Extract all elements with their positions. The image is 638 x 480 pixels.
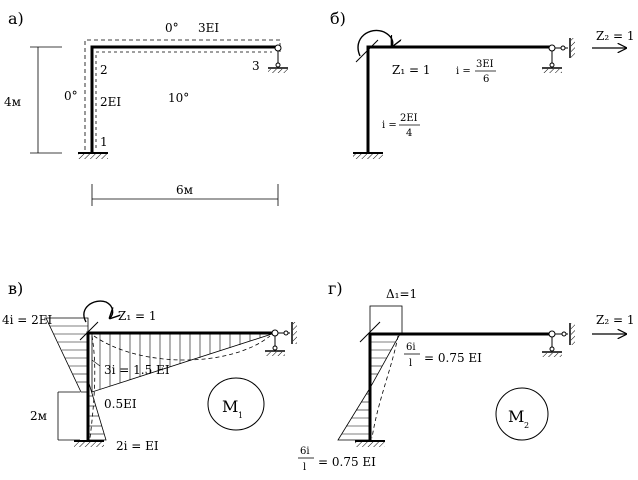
panel-d-z2-label: Z₂ = 1	[596, 313, 634, 327]
panel-d-link-support	[555, 323, 575, 345]
panel-b-pin-support	[542, 44, 562, 73]
panel-c-bottom-moment: 2i = EI	[116, 439, 159, 453]
panel-c-fixed-support-hatch	[74, 442, 104, 447]
panel-c-lock-slash	[79, 321, 99, 341]
panel-a-span-label: 6м	[176, 183, 193, 197]
panel-c-diagram-name: M	[222, 397, 238, 416]
panel-a-beam-temp: 0°	[165, 21, 179, 35]
panel-b-rotation-arrow	[357, 29, 393, 57]
panel-c-seg-label: 2м	[30, 409, 47, 423]
panel-d-bottom-val: = 0.75 EI	[318, 455, 376, 469]
panel-a-column-stiffness: 2EI	[100, 95, 121, 109]
panel-d-pin-support	[542, 330, 562, 357]
panel-a-inner-dashed	[95, 51, 272, 148]
panel-c-diagram-sub: 1	[238, 411, 243, 420]
panel-d-lock-slash	[359, 321, 381, 343]
panel-b-beam-i: i =	[456, 66, 471, 77]
panel-b-col-i-num: 2EI	[400, 113, 418, 124]
panel-c-beam-hatch	[99, 333, 261, 389]
panel-d-top-den: l	[409, 358, 412, 369]
panel-d-diagram-name: M	[508, 407, 524, 426]
panel-b-col-i: i =	[382, 120, 397, 131]
panel-a-fixed-support-hatch	[78, 154, 108, 159]
panel-c-diagram-circle	[207, 377, 265, 431]
panel-b-letter: б)	[330, 9, 346, 28]
panel-b-beam-i-num: 3EI	[476, 59, 494, 70]
panel-c-mid-moment-label: 0.5EI	[104, 397, 137, 411]
panel-a-node-1: 1	[100, 135, 108, 149]
panel-c-column-deflection	[89, 335, 96, 439]
panel-c-z1-label: Z₁ = 1	[118, 309, 156, 323]
panel-b-lock-slash	[355, 39, 379, 63]
panel-c-deflection	[93, 335, 271, 361]
panel-a-node-2: 2	[100, 63, 108, 77]
panel-a-node-3: 3	[252, 59, 260, 73]
panel-d-bottom-num: 6i	[300, 446, 310, 457]
panel-c-letter: в)	[8, 279, 23, 298]
panel-a-beam-stiffness: 3EI	[198, 21, 219, 35]
panel-a-height-label: 4м	[4, 95, 21, 109]
panel-d-frame	[368, 332, 552, 440]
panel-d-letter: г)	[328, 279, 343, 298]
panel-b-z1-label: Z₁ = 1	[392, 63, 430, 77]
panel-c-column-hatch-bottom	[88, 395, 104, 435]
panel-b-col-i-den: 4	[406, 128, 412, 139]
panel-d: г) Δ₁=1	[298, 279, 634, 473]
panel-a-inside-temp: 10°	[168, 91, 189, 105]
panel-d-deflection	[371, 335, 399, 439]
panel-b-link-support	[555, 38, 575, 58]
panel-d-fixed-support-hatch	[355, 442, 385, 447]
panel-a-frame	[90, 45, 276, 152]
panel-b-fixed-support-hatch	[353, 154, 383, 159]
panel-c-column-hatch-top	[50, 325, 88, 383]
panel-a-span-dimension	[91, 184, 279, 206]
panel-d-delta-label: Δ₁=1	[386, 287, 417, 301]
panel-b: б) Z₂ = 1 Z₁ = 1 i = 3EI 6 i =	[330, 9, 634, 159]
panel-a: а) 0° 3EI 2 3 1 0° 2EI 10° 4м	[4, 9, 288, 206]
panel-a-pin-support	[268, 44, 288, 73]
panel-d-diagram-sub: 2	[524, 421, 529, 430]
panel-c-beam-moment-label: 3i = 1.5 EI	[104, 363, 170, 377]
panel-d-diagram-circle	[495, 387, 549, 441]
panel-c-rotation-arrow	[83, 300, 113, 323]
panel-c-column-moment-top	[45, 317, 89, 393]
panel-b-beam-i-den: 6	[483, 74, 489, 85]
panel-c-top-moment: 4i = 2EI	[2, 313, 53, 327]
panel-c-seg-dimension	[57, 391, 80, 441]
panel-c-frame	[86, 331, 275, 440]
panel-b-frame	[366, 45, 552, 152]
panel-c-link-support	[278, 322, 297, 344]
panel-d-bottom-den: l	[303, 462, 306, 473]
panel-a-left-temp: 0°	[64, 89, 78, 103]
panel-d-top-num: 6i	[406, 342, 416, 353]
panel-a-letter: а)	[8, 9, 24, 28]
panel-d-column-hatch	[342, 341, 396, 435]
panel-a-height-dimension	[30, 46, 62, 154]
panel-d-delta-box	[369, 305, 403, 335]
panel-c: в)	[2, 279, 297, 453]
panel-b-z2-label: Z₂ = 1	[596, 29, 634, 43]
panel-c-beam-moment-leader	[91, 359, 101, 367]
panel-d-top-val: = 0.75 EI	[424, 351, 482, 365]
